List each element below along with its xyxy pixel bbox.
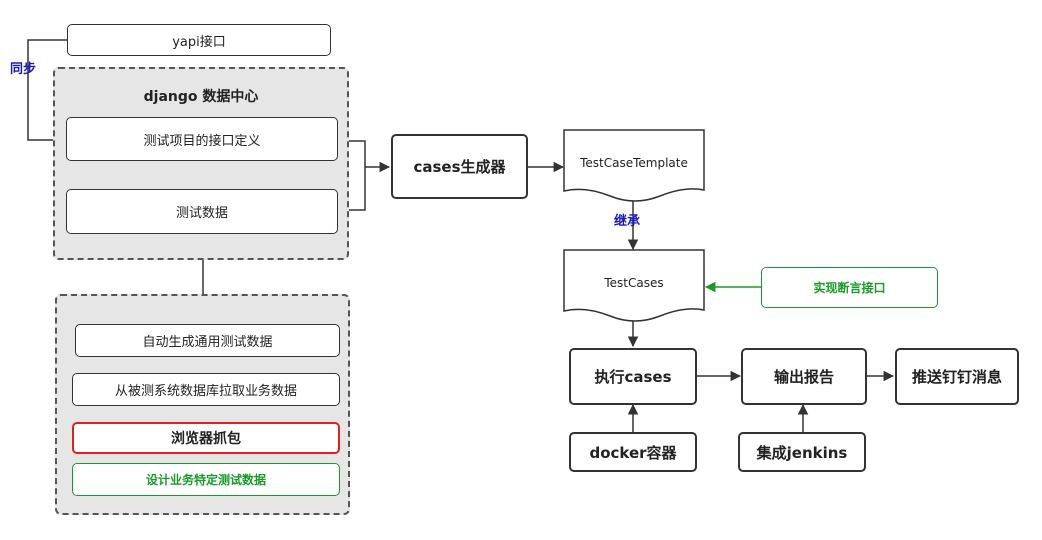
browser-capture-box: 浏览器抓包	[72, 422, 340, 454]
assert-iface-label: 实现断言接口	[813, 281, 886, 295]
testcases-label: TestCases	[604, 276, 664, 290]
pull-db-label: 从被测系统数据库拉取业务数据	[114, 384, 297, 399]
jenkins-box: 集成jenkins	[738, 432, 866, 472]
dingtalk-box: 推送钉钉消息	[895, 348, 1019, 405]
execute-cases-box: 执行cases	[569, 348, 697, 405]
auto-gen-box: 自动生成通用测试数据	[75, 324, 340, 357]
design-specific-label: 设计业务特定测试数据	[145, 473, 266, 487]
pull-db-box: 从被测系统数据库拉取业务数据	[72, 373, 340, 406]
template-doc-shape	[563, 129, 705, 202]
django-group-title: django 数据中心	[143, 89, 259, 105]
docker-label: docker容器	[589, 443, 677, 462]
testcases-doc-shape	[563, 249, 705, 322]
interface-def-box: 测试项目的接口定义	[66, 117, 338, 161]
jenkins-label: 集成jenkins	[756, 443, 848, 462]
docker-box: docker容器	[569, 432, 697, 472]
execute-cases-label: 执行cases	[594, 368, 672, 386]
yapi-label: yapi接口	[172, 34, 226, 50]
assert-iface-box: 实现断言接口	[761, 267, 938, 308]
sync-label: 同步	[10, 62, 37, 77]
design-specific-box: 设计业务特定测试数据	[72, 463, 340, 496]
report-box: 输出报告	[741, 348, 867, 405]
browser-capture-label: 浏览器抓包	[171, 431, 241, 447]
template-label: TestCaseTemplate	[580, 156, 688, 170]
sync-arrow	[27, 39, 67, 146]
dingtalk-label: 推送钉钉消息	[911, 368, 1002, 386]
auto-gen-label: 自动生成通用测试数据	[142, 335, 273, 350]
test-data-label: 测试数据	[175, 206, 228, 221]
test-data-box: 测试数据	[66, 189, 338, 234]
interface-def-label: 测试项目的接口定义	[143, 133, 261, 149]
cases-generator-label: cases生成器	[413, 158, 506, 176]
cases-generator-box: cases生成器	[391, 134, 528, 199]
report-label: 输出报告	[773, 368, 834, 386]
yapi-box: yapi接口	[67, 24, 331, 56]
inherit-label: 继承	[614, 214, 641, 229]
